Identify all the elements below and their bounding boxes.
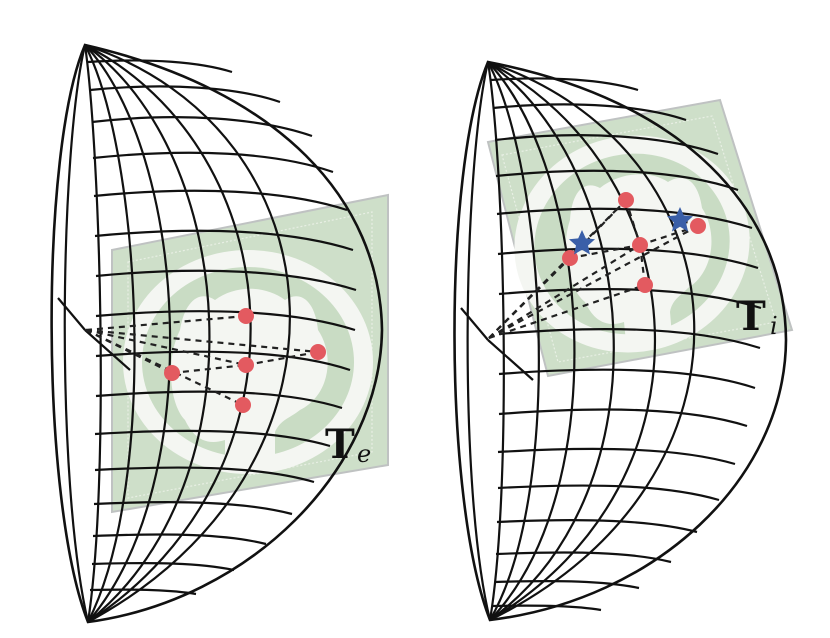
- points-right: [562, 192, 706, 293]
- sphere-outline-left: [50, 43, 384, 624]
- rays-left: [85, 314, 319, 406]
- blue-star: [569, 230, 595, 255]
- red-point: [238, 308, 254, 324]
- red-point: [235, 397, 251, 413]
- plane-label-i: T: [736, 293, 766, 340]
- stars-right: [569, 207, 693, 255]
- sphere-outline-right: [453, 60, 788, 622]
- red-point: [632, 237, 648, 253]
- points-left: [164, 308, 326, 413]
- red-point: [637, 277, 653, 293]
- red-point: [164, 365, 180, 381]
- right-panel: T i: [453, 60, 794, 622]
- plane-label-e: T: [325, 421, 355, 468]
- plane-subscript-e: e: [357, 440, 371, 468]
- red-point: [690, 218, 706, 234]
- plane-subscript-i: i: [770, 312, 778, 340]
- red-point: [238, 357, 254, 373]
- red-point: [310, 344, 326, 360]
- red-point: [618, 192, 634, 208]
- blue-star: [667, 207, 693, 232]
- red-point: [562, 250, 578, 266]
- left-panel: T e: [50, 43, 389, 624]
